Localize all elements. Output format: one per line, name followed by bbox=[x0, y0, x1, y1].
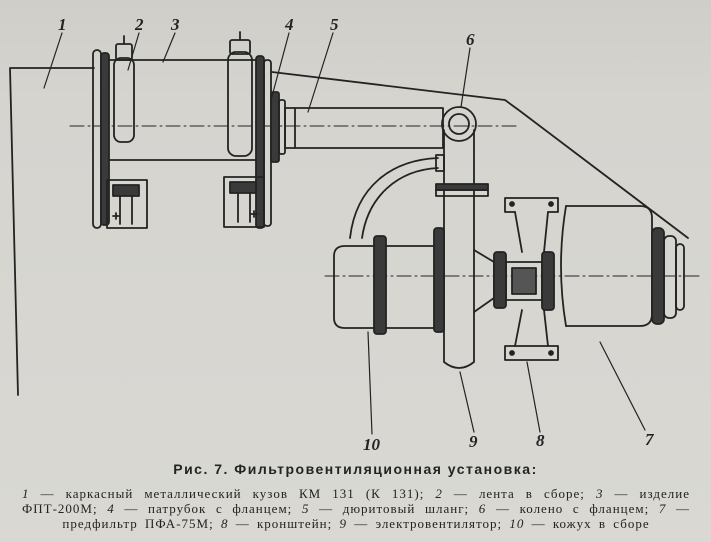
callout-10: 10 bbox=[363, 435, 381, 454]
callout-9: 9 bbox=[469, 432, 478, 451]
prefilter-cap bbox=[663, 235, 677, 319]
leader-line-4 bbox=[270, 32, 290, 101]
band-clamp-right bbox=[227, 31, 253, 157]
prefilter-front-edge bbox=[560, 205, 567, 327]
filter-right-ring-inner bbox=[255, 55, 265, 229]
durite-hose bbox=[284, 107, 444, 149]
leader-line-10 bbox=[367, 331, 373, 435]
branch-pipe-flange bbox=[270, 91, 286, 163]
bracket bbox=[504, 197, 559, 361]
callout-6: 6 bbox=[466, 30, 475, 49]
foot-plate bbox=[106, 179, 148, 229]
flange-ring bbox=[270, 91, 280, 163]
connecting-hose bbox=[349, 154, 445, 239]
leader-line-7 bbox=[599, 341, 646, 431]
coupling-flange bbox=[541, 251, 555, 311]
fan-cone bbox=[473, 249, 495, 313]
bracket-bolt bbox=[548, 201, 554, 207]
mount-foot-left bbox=[106, 179, 148, 229]
electric-fan bbox=[473, 249, 507, 313]
pipe-flange-plate bbox=[435, 189, 489, 197]
prefilter-cap-ring bbox=[651, 227, 665, 325]
bolt-mark bbox=[250, 210, 258, 218]
outlet-pipe-body bbox=[443, 129, 475, 369]
prefilter-cap-end bbox=[675, 243, 685, 311]
bracket-bolt bbox=[509, 350, 515, 356]
hose-inner-edge bbox=[361, 167, 439, 239]
bolt-mark bbox=[112, 212, 120, 220]
leader-line-3 bbox=[162, 32, 176, 63]
frame-roof-edge bbox=[271, 71, 689, 239]
clamp-strap bbox=[113, 57, 135, 143]
leader-line-5 bbox=[307, 32, 334, 113]
hose-outer-edge bbox=[349, 157, 439, 239]
figure-legend: 1 — каркасный металлический кузов КМ 131… bbox=[22, 486, 690, 531]
technical-drawing: 1 2 3 4 5 6 7 8 9 10 bbox=[9, 15, 703, 454]
band-clamp-left bbox=[113, 35, 135, 143]
callout-numbers: 1 2 3 4 5 6 7 8 9 10 bbox=[58, 15, 655, 454]
shaft-coupling bbox=[505, 251, 555, 311]
elbow-with-flange bbox=[441, 106, 477, 142]
legend-line: ФПТ-200М; 4 — патрубок с фланцем; 5 — дю… bbox=[22, 501, 691, 516]
fan-outlet-pipe bbox=[435, 129, 489, 369]
callout-7: 7 bbox=[645, 430, 655, 449]
coupling-core bbox=[511, 267, 537, 295]
elbow-outer bbox=[441, 106, 477, 142]
legend-line: предфильтр ПФА-75М; 8 — кронштейн; 9 — э… bbox=[62, 516, 650, 531]
clamp-strap bbox=[227, 51, 253, 157]
casing-assembly bbox=[333, 227, 445, 335]
hose-body bbox=[284, 107, 444, 149]
bracket-strut bbox=[514, 211, 549, 253]
leader-line-9 bbox=[459, 371, 475, 433]
callout-4: 4 bbox=[284, 15, 294, 34]
casing-flange bbox=[433, 227, 445, 333]
bracket-strut bbox=[514, 309, 549, 347]
callout-2: 2 bbox=[134, 15, 144, 34]
filter-left-ring-outer bbox=[92, 49, 102, 229]
callout-3: 3 bbox=[170, 15, 180, 34]
foot-plate bbox=[223, 176, 265, 228]
foot-cap bbox=[229, 181, 257, 194]
callout-8: 8 bbox=[536, 431, 545, 450]
leader-line-2 bbox=[127, 32, 140, 71]
legend-line: 1 — каркасный металлический кузов КМ 131… bbox=[22, 486, 690, 501]
frame-left-edge bbox=[9, 67, 95, 396]
casing-body bbox=[333, 245, 437, 329]
prefilter-body bbox=[565, 205, 653, 327]
figure-caption: Рис. 7. Фильтровентиляционная установка: bbox=[173, 461, 538, 477]
filter-right-ring-outer bbox=[263, 59, 272, 227]
mount-foot-right bbox=[223, 176, 265, 228]
prefilter bbox=[560, 205, 685, 327]
bracket-bolt bbox=[548, 350, 554, 356]
bracket-bolt bbox=[509, 201, 515, 207]
leader-line-6 bbox=[460, 47, 471, 108]
callout-5: 5 bbox=[330, 15, 339, 34]
bracket-bottom bbox=[504, 345, 559, 361]
leader-line-8 bbox=[526, 361, 541, 433]
bracket-top bbox=[504, 197, 559, 213]
leader-lines bbox=[43, 32, 646, 435]
fan-hub bbox=[493, 251, 507, 309]
body-frame-outline bbox=[9, 67, 689, 396]
leader-line-1 bbox=[43, 32, 63, 89]
callout-1: 1 bbox=[58, 15, 67, 34]
casing-band bbox=[373, 235, 387, 335]
hose-fitting bbox=[435, 154, 445, 172]
filter-body bbox=[107, 59, 259, 161]
elbow-inner bbox=[448, 113, 470, 135]
foot-cap bbox=[112, 184, 140, 197]
